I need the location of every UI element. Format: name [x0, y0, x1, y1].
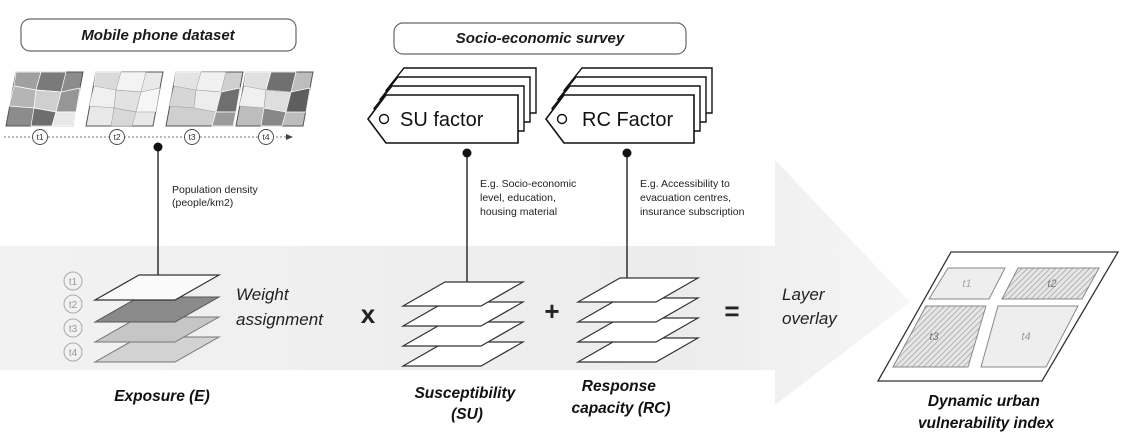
su-annotation: E.g. Socio-economic level, education, ho…	[480, 178, 579, 218]
svg-text:t3: t3	[188, 132, 195, 142]
mobile-dataset-header-text: Mobile phone dataset	[81, 27, 235, 44]
response-layer-stack	[575, 277, 701, 363]
su-factor-label: SU factor	[400, 109, 484, 131]
timeline-marker-t4: t4	[258, 129, 274, 145]
su-factor-tag: SU factor	[367, 67, 537, 144]
exposure-time-t4: t4	[63, 342, 83, 362]
svg-text:t2: t2	[69, 300, 78, 311]
exposure-time-t1: t1	[63, 271, 83, 291]
exposure-time-t3: t3	[63, 318, 83, 338]
voronoi-map-t1	[5, 71, 84, 127]
survey-header-text: Socio-economic survey	[456, 30, 625, 47]
su-arrow	[462, 148, 472, 295]
index-label: Dynamic urban vulnerability index	[918, 393, 1055, 432]
timeline-marker-t2: t2	[109, 129, 125, 145]
svg-text:t3: t3	[69, 324, 78, 335]
population-annotation: Population density (people/km2)	[172, 184, 261, 209]
exposure-time-t2: t2	[63, 294, 83, 314]
multiply-operator: x	[361, 299, 376, 329]
timeline-marker-t1: t1	[32, 129, 48, 145]
equals-operator: =	[724, 296, 739, 326]
svg-text:t2: t2	[113, 132, 120, 142]
susceptibility-layer-stack	[400, 281, 526, 367]
susceptibility-label: Susceptibility (SU)	[414, 385, 519, 423]
index-cell-t2: t2	[1047, 278, 1056, 290]
index-cell-t4: t4	[1021, 331, 1030, 343]
svg-text:t1: t1	[69, 277, 78, 288]
voronoi-map-t3	[165, 71, 244, 127]
svg-text:t1: t1	[36, 132, 43, 142]
rc-factor-tag: RC Factor	[545, 67, 713, 144]
rc-annotation: E.g. Accessibility to evacuation centres…	[640, 178, 745, 218]
plus-operator: +	[544, 296, 559, 326]
response-capacity-label: Response capacity (RC)	[571, 378, 670, 417]
survey-header: Socio-economic survey	[393, 22, 687, 55]
exposure-time-list: t1 t2 t3 t4	[63, 271, 83, 362]
vulnerability-index-map: t1 t2 t3 t4	[876, 251, 1120, 382]
voronoi-map-t4	[235, 71, 314, 127]
layer-overlay-label: Layer overlay	[782, 285, 838, 328]
rc-factor-label: RC Factor	[582, 109, 673, 131]
exposure-label: Exposure (E)	[114, 388, 210, 405]
weight-assignment-label: Weight assignment	[236, 285, 324, 329]
index-cell-t1: t1	[962, 278, 971, 290]
index-cell-t3: t3	[929, 331, 939, 343]
timeline-marker-t3: t3	[184, 129, 200, 145]
svg-text:t4: t4	[69, 348, 78, 359]
voronoi-map-t2	[85, 71, 164, 127]
population-arrow	[153, 142, 163, 288]
mobile-dataset-header: Mobile phone dataset	[20, 18, 297, 52]
timeline: t1 t2 t3 t4	[4, 129, 293, 145]
svg-text:t4: t4	[262, 132, 269, 142]
rc-arrow	[622, 148, 632, 295]
exposure-layer-stack	[92, 274, 222, 363]
